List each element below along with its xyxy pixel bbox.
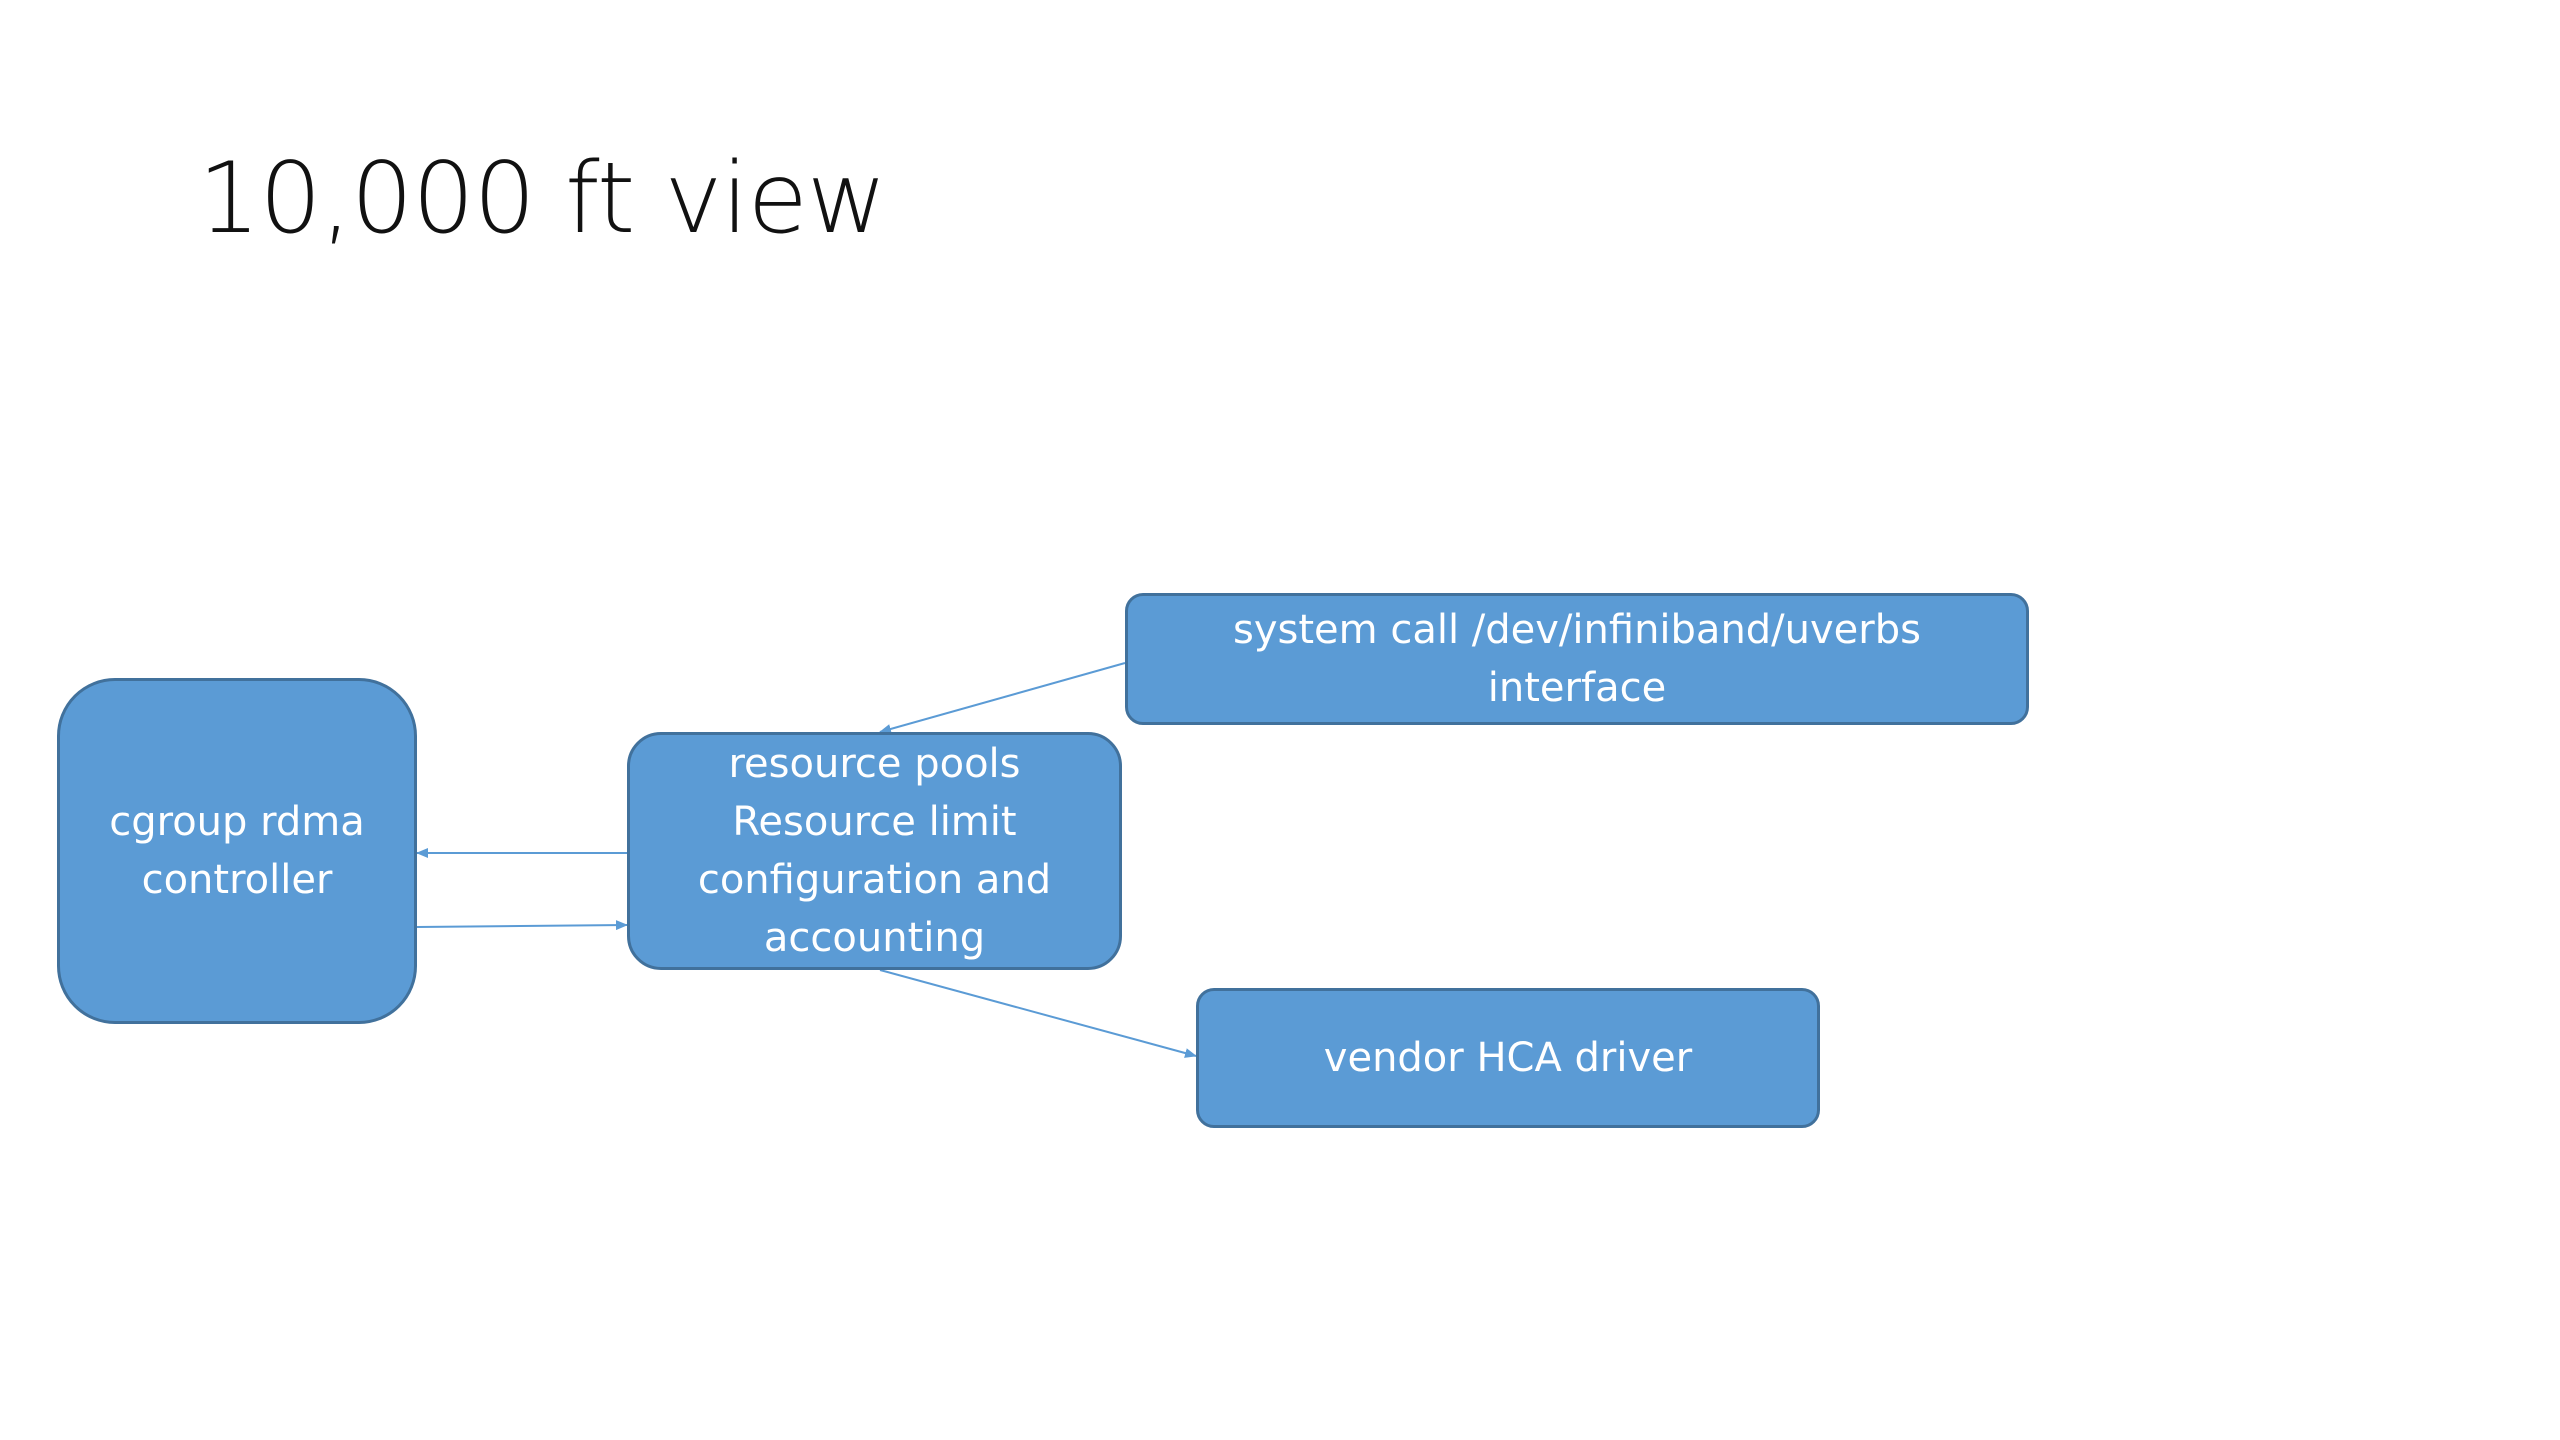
edge-cgroup-to-pools [416, 920, 628, 931]
node-label-line: interface [1487, 665, 1667, 711]
node-label-line: accounting [763, 915, 986, 961]
edge-pools-to-vendor [879, 969, 1197, 1058]
node-label-line: cgroup rdma [109, 799, 365, 845]
node-label-line: Resource limit [732, 799, 1017, 845]
node-vendor-hca-driver: vendor HCA driver [1196, 988, 1820, 1128]
node-system-call-interface: system call /dev/infiniband/uverbs inter… [1125, 593, 2029, 725]
slide-title: 10,000 ft view [198, 142, 887, 256]
node-resource-pools: resource pools Resource limit configurat… [627, 732, 1122, 970]
edge-syscall-to-pools [879, 662, 1126, 734]
node-label-line: system call /dev/infiniband/uverbs [1233, 607, 1921, 653]
node-label-line: vendor HCA driver [1323, 1035, 1693, 1081]
node-label-line: configuration and [697, 857, 1052, 903]
node-label-line: controller [141, 857, 333, 903]
node-label-line: resource pools [728, 741, 1021, 787]
node-cgroup-rdma-controller: cgroup rdma controller [57, 678, 417, 1024]
